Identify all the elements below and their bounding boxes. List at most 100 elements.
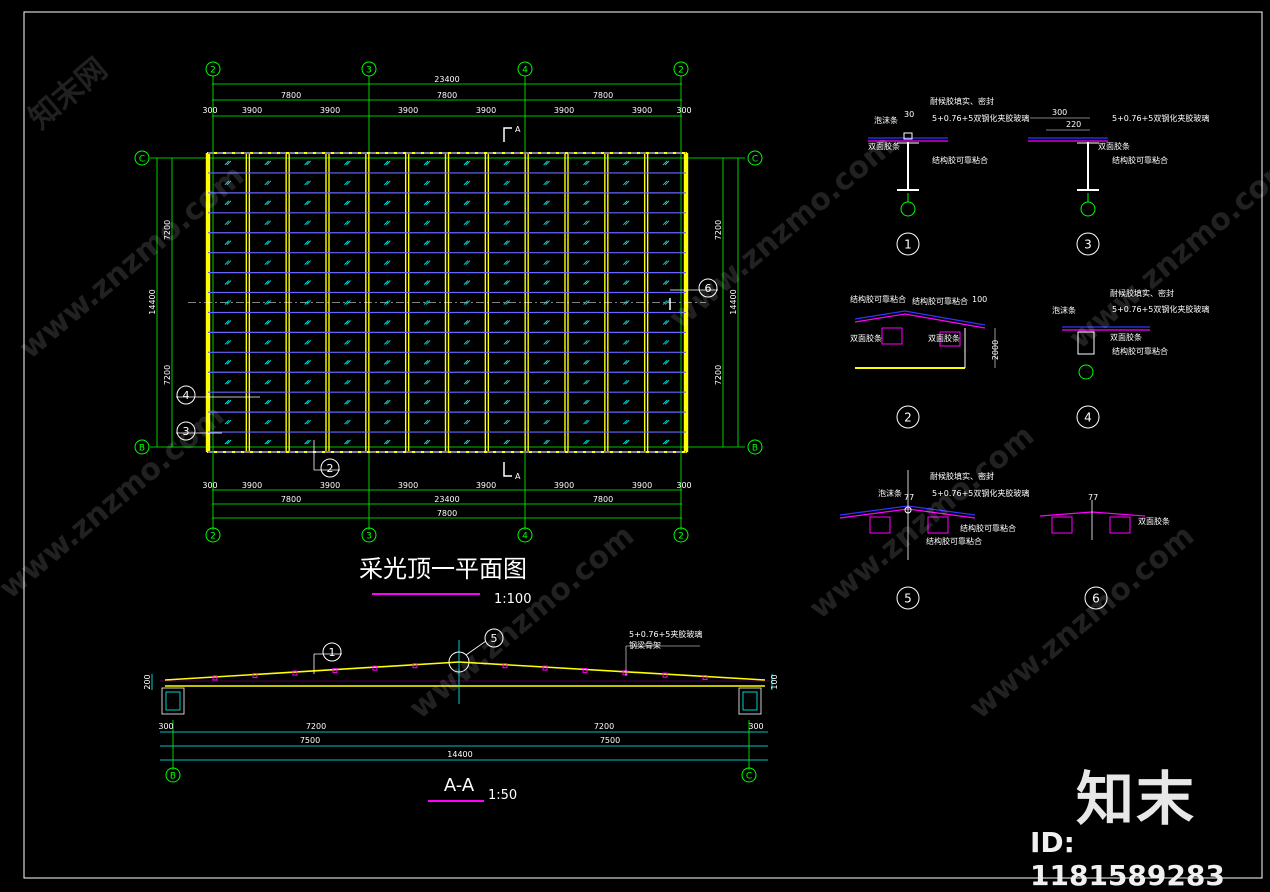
glass-hatch: [585, 160, 590, 166]
glass-hatch: [264, 379, 270, 385]
glass-hatch: [306, 200, 311, 206]
glass-hatch: [346, 360, 351, 365]
glass-hatch: [344, 360, 349, 365]
glass-hatch: [344, 160, 349, 166]
glass-hatch: [465, 399, 471, 405]
plan-glass-grid: [188, 152, 706, 453]
glass-hatch: [264, 200, 270, 206]
glass-hatch: [266, 439, 272, 445]
glass-hatch: [624, 399, 630, 405]
glass-hatch: [583, 379, 588, 385]
glass-hatch: [662, 160, 668, 166]
glass-hatch: [503, 340, 509, 345]
glass-hatch: [344, 260, 349, 265]
glass-hatch: [465, 360, 471, 365]
glass-hatch: [622, 180, 628, 186]
glass-hatch: [226, 260, 232, 265]
section-axis-c: C: [741, 767, 757, 783]
glass-hatch: [622, 200, 628, 206]
glass-hatch: [585, 300, 590, 305]
dim-total-top: 23400: [434, 75, 459, 84]
svg-text:4: 4: [183, 389, 190, 402]
glass-hatch: [624, 200, 630, 206]
dim-sub-label: 3900: [476, 106, 496, 115]
glass-hatch: [425, 300, 431, 305]
glass-hatch: [463, 180, 469, 186]
svg-text:3: 3: [366, 532, 372, 542]
glass-hatch: [304, 399, 309, 405]
glass-hatch: [425, 200, 431, 206]
glass-hatch: [383, 439, 389, 445]
glass-hatch: [622, 220, 628, 226]
section-dim-edge-left: 300: [158, 722, 173, 731]
glass-hatch: [465, 320, 471, 325]
glass-hatch: [545, 419, 550, 425]
glass-hatch: [344, 220, 349, 226]
roof-plan: 2 3 4 2 2 3 4 2 C B C B 23400 7800 7800 …: [134, 61, 763, 607]
axis-bubble-right-b: B: [747, 439, 763, 455]
glass-hatch: [585, 360, 590, 365]
svg-text:3: 3: [183, 425, 190, 438]
dim-sub-label: 300: [202, 481, 217, 490]
glass-hatch: [266, 200, 272, 206]
drawing-border: [23, 11, 1263, 879]
glass-hatch: [385, 200, 391, 206]
glass-hatch: [306, 160, 311, 166]
svg-text:300: 300: [1052, 108, 1067, 117]
glass-hatch: [583, 160, 588, 166]
glass-hatch: [543, 340, 548, 345]
glass-hatch: [264, 180, 270, 186]
detail-4: 泡沫条 耐候胶填实、密封 5+0.76+5双钢化夹胶玻璃 双面胶条 结构胶可靠粘…: [1052, 288, 1209, 429]
svg-text:2: 2: [210, 532, 216, 542]
glass-hatch: [543, 320, 548, 325]
glass-hatch: [266, 280, 272, 285]
glass-hatch: [385, 340, 391, 345]
svg-text:耐候胶填实、密封: 耐候胶填实、密封: [1110, 288, 1174, 298]
glass-hatch: [346, 280, 351, 285]
axis-bubble-left-b: B: [134, 439, 150, 455]
glass-hatch: [543, 360, 548, 365]
glass-hatch: [383, 220, 389, 226]
glass-hatch: [505, 360, 511, 365]
watermark-logo: 知末: [1076, 765, 1197, 833]
dim-bay-bottom-1: 7800: [281, 495, 301, 504]
glass-hatch: [543, 300, 548, 305]
svg-text:双面胶条: 双面胶条: [850, 333, 882, 343]
detail-6: 77 双面胶条 6: [1039, 493, 1170, 610]
glass-hatch: [226, 439, 232, 445]
glass-hatch: [505, 240, 511, 245]
glass-hatch: [383, 180, 389, 186]
svg-text:220: 220: [1066, 120, 1081, 129]
watermark-diag-7: www.znzmo.com: [803, 418, 1041, 626]
glass-hatch: [385, 320, 391, 325]
purlin: [332, 668, 338, 674]
glass-hatch: [624, 300, 630, 305]
glass-hatch: [425, 419, 431, 425]
glass-hatch: [226, 399, 232, 405]
glass-hatch: [503, 419, 509, 425]
glass-hatch: [545, 200, 550, 206]
glass-hatch: [425, 379, 431, 385]
glass-hatch: [306, 379, 311, 385]
glass-hatch: [346, 419, 351, 425]
glass-hatch: [503, 220, 509, 226]
svg-text:泡沫条: 泡沫条: [874, 115, 898, 125]
watermark-diag-5: www.znzmo.com: [963, 518, 1201, 726]
glass-hatch: [583, 340, 588, 345]
glass-hatch: [463, 260, 469, 265]
glass-hatch: [664, 439, 670, 445]
svg-text:耐候胶填实、密封: 耐候胶填实、密封: [930, 471, 994, 481]
glass-hatch: [624, 280, 630, 285]
glass-hatch: [664, 399, 670, 405]
glass-hatch: [662, 200, 668, 206]
glass-hatch: [662, 439, 668, 445]
glass-hatch: [463, 399, 469, 405]
glass-hatch: [306, 399, 311, 405]
svg-text:4: 4: [522, 66, 528, 76]
glass-hatch: [624, 320, 630, 325]
svg-text:结构胶可靠粘合: 结构胶可靠粘合: [850, 294, 906, 304]
glass-hatch: [463, 220, 469, 226]
glass-hatch: [226, 200, 232, 206]
glass-hatch: [583, 360, 588, 365]
glass-hatch: [224, 200, 230, 206]
